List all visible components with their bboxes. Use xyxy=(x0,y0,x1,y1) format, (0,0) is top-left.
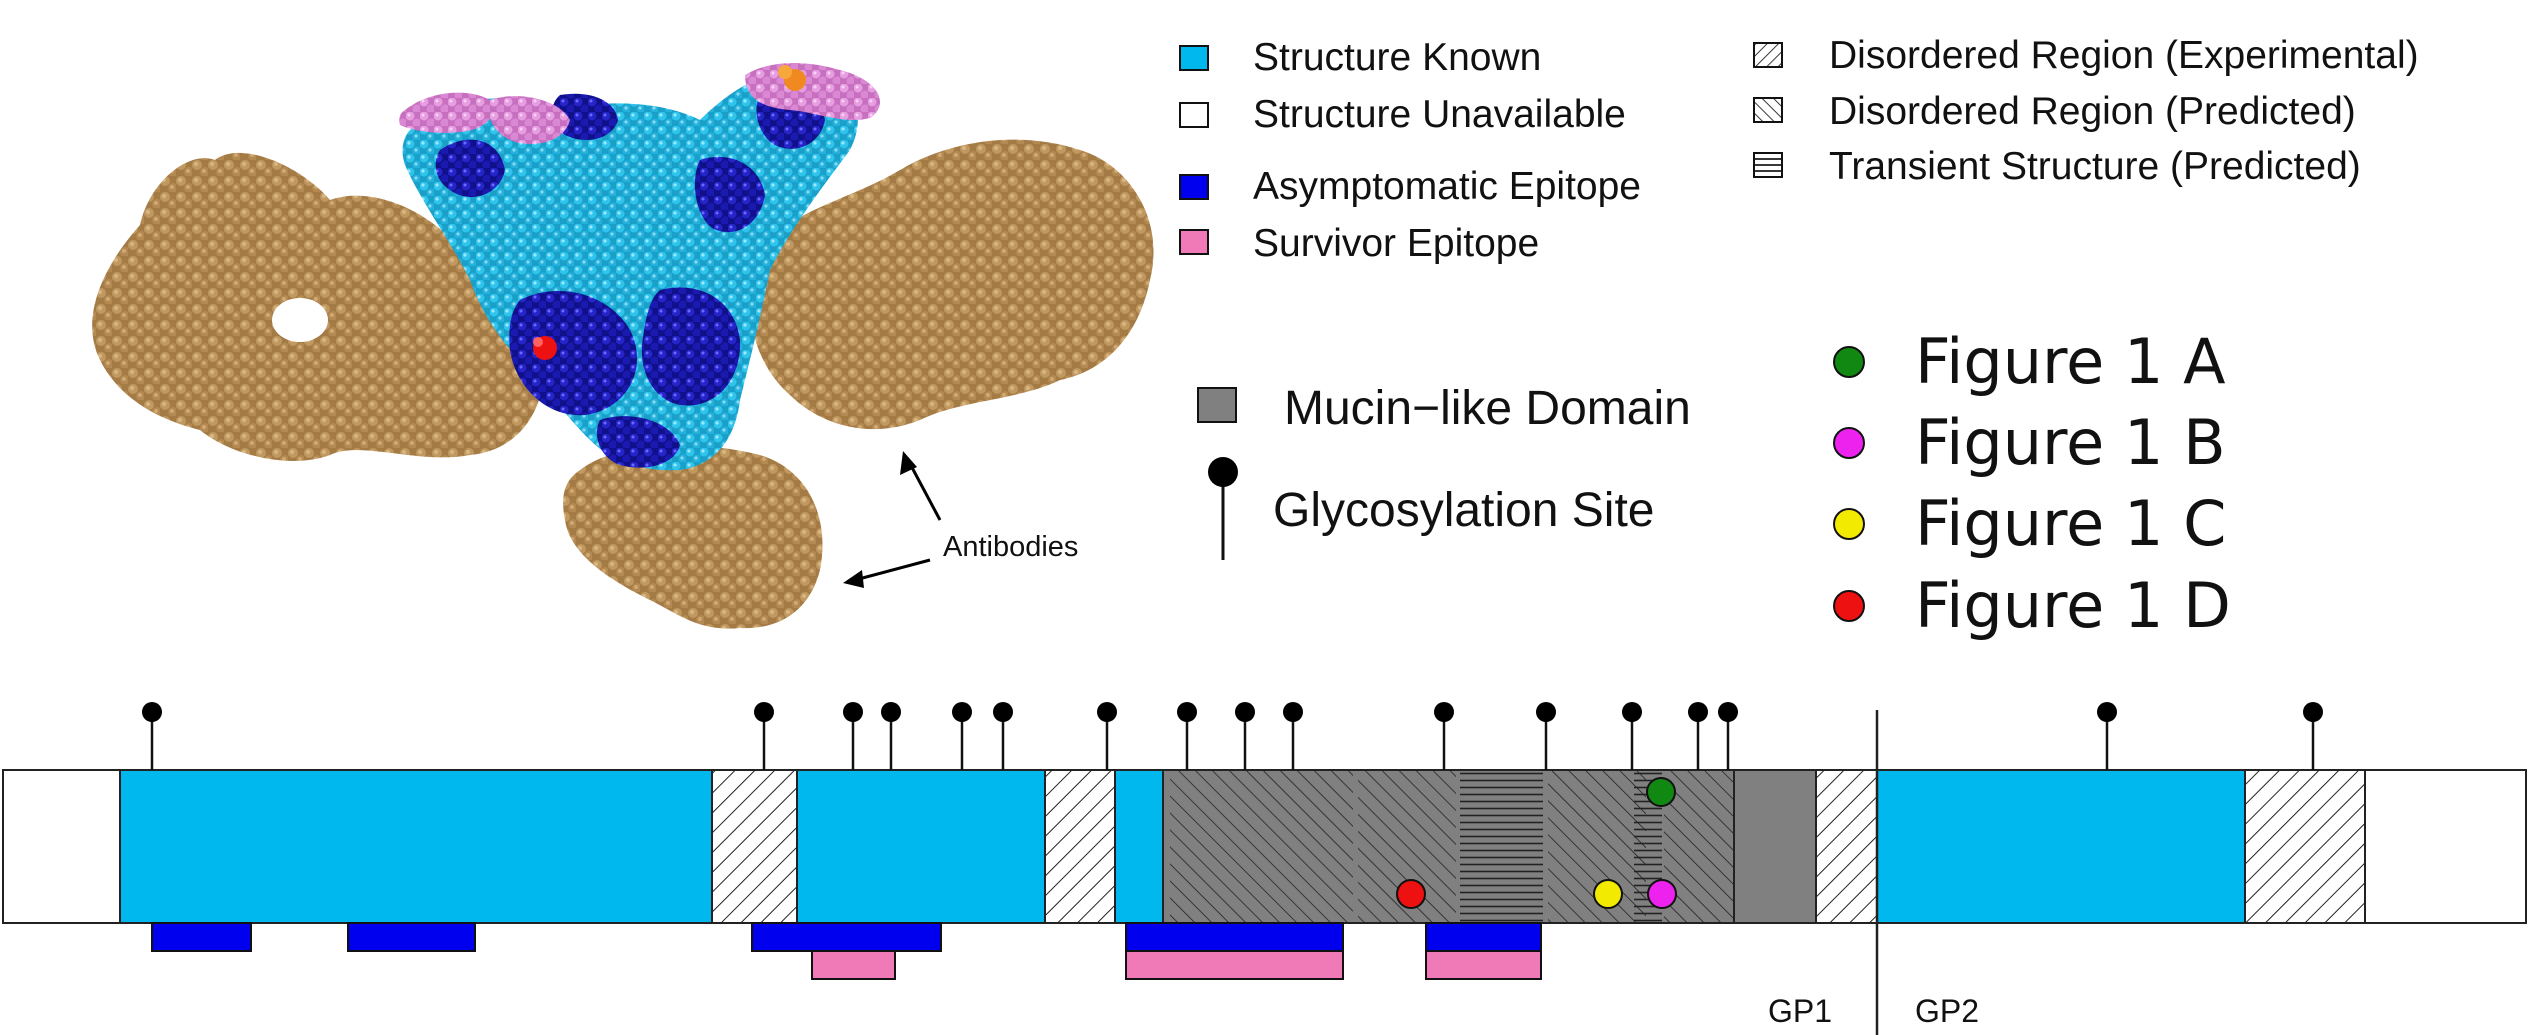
seg-transient-structure xyxy=(1460,770,1543,923)
legend-figures: Figure 1 A Figure 1 B Figure 1 C Figure … xyxy=(1833,325,2231,642)
glyco-pin xyxy=(2303,702,2323,770)
glycosylation-sites xyxy=(142,702,2323,770)
legend-label-mucin-domain: Mucin−like Domain xyxy=(1284,382,1691,435)
glyco-pin xyxy=(843,702,863,770)
seg-disordered-experimental xyxy=(2245,770,2365,923)
asymptomatic-epitope-bar xyxy=(1425,922,1542,952)
glyco-pin xyxy=(1536,702,1556,770)
antibody-arrow-left xyxy=(854,558,931,582)
epitope-bars xyxy=(151,922,1542,980)
glyco-pin xyxy=(881,702,901,770)
seg-structure-known xyxy=(1115,770,1165,923)
legend-glyco-pin-icon xyxy=(1208,457,1238,487)
survivor-patch xyxy=(745,63,880,121)
legend-swatch-survivor-epitope xyxy=(1179,229,1209,255)
survivor-epitope-bar xyxy=(1425,950,1542,980)
glyco-pin xyxy=(1235,702,1255,770)
legend-structure: Structure Known Structure Unavailable As… xyxy=(1179,36,1641,265)
antibody-arrowhead-left xyxy=(843,570,864,588)
seg-disordered-predicted xyxy=(1170,770,1353,923)
legend-marker-figure-1d xyxy=(1833,590,1865,622)
antibody-bottom xyxy=(563,445,823,629)
legend-disorder: Disordered Region (Experimental) Disorde… xyxy=(1753,34,2419,188)
orange-residue xyxy=(778,65,792,79)
legend-swatch-disordered-predicted xyxy=(1753,97,1783,123)
seg-structure-known xyxy=(797,770,1045,923)
bar-marker-figure-1d xyxy=(1396,879,1426,909)
legend-swatch-disordered-experimental xyxy=(1753,42,1783,68)
glyco-pin xyxy=(1434,702,1454,770)
legend-label-glycosylation-site: Glycosylation Site xyxy=(1273,484,1655,537)
glyco-pin xyxy=(142,702,162,770)
legend-marker-figure-1a xyxy=(1833,346,1865,378)
epitope-patch xyxy=(552,93,618,140)
asymptomatic-epitope-bar xyxy=(151,922,252,952)
antibody-arrowhead-up xyxy=(900,451,917,475)
glyco-pin xyxy=(1097,702,1117,770)
legend-swatch-mucin-domain xyxy=(1197,387,1237,423)
glyco-pin xyxy=(754,702,774,770)
legend-swatch-asymptomatic-epitope xyxy=(1179,174,1209,200)
gp1-label: GP1 xyxy=(1768,993,1832,1029)
legend-label-structure-unavailable: Structure Unavailable xyxy=(1253,93,1626,136)
asymptomatic-epitope-bar xyxy=(1125,922,1344,952)
epitope-patch xyxy=(641,287,741,406)
glyco-pin xyxy=(952,702,972,770)
epitope-patch xyxy=(694,156,765,233)
protein-structure-image xyxy=(92,63,1154,629)
glyco-pin xyxy=(1177,702,1197,770)
seg-disordered-experimental xyxy=(1816,770,1877,923)
glyco-pin xyxy=(1688,702,1708,770)
glyco-pin xyxy=(1718,702,1738,770)
glyco-pin xyxy=(1622,702,1642,770)
bar-marker-figure-1a xyxy=(1646,777,1676,807)
survivor-epitope-bar xyxy=(1125,950,1344,980)
legend-label-disordered-predicted: Disordered Region (Predicted) xyxy=(1829,90,2356,133)
bar-marker-figure-1c xyxy=(1593,879,1623,909)
glyco-pin xyxy=(2097,702,2117,770)
red-residue xyxy=(533,337,543,347)
legend-swatch-transient-structure xyxy=(1753,152,1783,178)
seg-structure-known xyxy=(120,770,712,923)
gp2-label: GP2 xyxy=(1915,993,1979,1029)
legend-swatch-structure-known xyxy=(1179,45,1209,71)
asymptomatic-epitope-bar xyxy=(751,922,942,952)
legend-label-disordered-experimental: Disordered Region (Experimental) xyxy=(1829,34,2419,77)
legend-label-figure-1c: Figure 1 C xyxy=(1915,487,2226,560)
seg-structure-known xyxy=(1877,770,2245,923)
legend-swatch-structure-unavailable xyxy=(1179,102,1209,128)
antibody-right xyxy=(750,139,1154,430)
legend-label-figure-1a: Figure 1 A xyxy=(1915,325,2226,398)
legend-label-asymptomatic-epitope: Asymptomatic Epitope xyxy=(1253,165,1641,208)
asymptomatic-epitope-bar xyxy=(347,922,476,952)
legend-label-figure-1b: Figure 1 B xyxy=(1915,406,2226,479)
antibodies-label: Antibodies xyxy=(943,531,1078,563)
legend-domain: Mucin−like Domain Glycosylation Site xyxy=(1197,382,1691,560)
legend-label-transient-structure: Transient Structure (Predicted) xyxy=(1829,145,2361,188)
legend-marker-figure-1b xyxy=(1833,427,1865,459)
glyco-pin xyxy=(993,702,1013,770)
epitope-patch xyxy=(509,291,638,416)
glyco-pin xyxy=(1283,702,1303,770)
legend-marker-figure-1c xyxy=(1833,508,1865,540)
seg-disordered-experimental xyxy=(712,770,797,923)
epitope-patch xyxy=(435,139,505,198)
survivor-epitope-bar xyxy=(811,950,896,980)
legend-label-structure-known: Structure Known xyxy=(1253,36,1541,79)
bar-marker-figure-1b xyxy=(1647,879,1677,909)
epitope-patch xyxy=(596,416,680,468)
antibodies-annotation: Antibodies xyxy=(843,451,1078,588)
survivor-patch xyxy=(399,92,494,133)
legend-label-survivor-epitope: Survivor Epitope xyxy=(1253,222,1539,265)
antibody-arrow-up xyxy=(906,459,942,521)
survivor-patch xyxy=(488,96,570,144)
seg-disordered-experimental xyxy=(1045,770,1115,923)
sequence-bar: GP1 GP2 xyxy=(2,702,2527,1035)
legend-label-figure-1d: Figure 1 D xyxy=(1915,569,2231,642)
antibody-left-hole xyxy=(272,298,328,342)
